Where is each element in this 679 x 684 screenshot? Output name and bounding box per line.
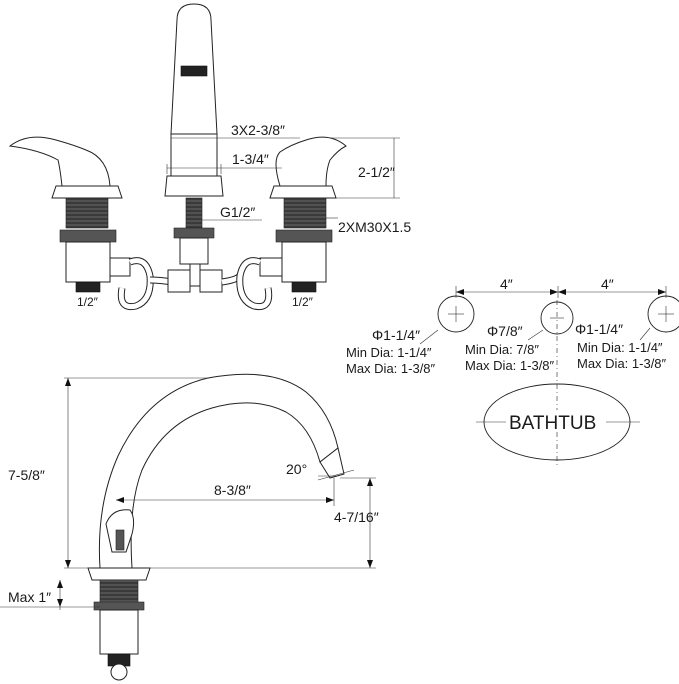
reach-label: 8-3/8″ bbox=[214, 482, 251, 498]
total-height-label: 7-5/8″ bbox=[8, 467, 45, 483]
center-thread-label: G1/2″ bbox=[220, 204, 255, 220]
spout-width-label: 3X2-3/8″ bbox=[231, 122, 285, 138]
spout-base-label: 1-3/4″ bbox=[232, 151, 269, 167]
hole-spacing-left: 4″ bbox=[500, 276, 513, 292]
hole-center-max: Max Dia: 1-3/8″ bbox=[465, 358, 555, 373]
hole-right-max: Max Dia: 1-3/8″ bbox=[577, 356, 667, 371]
center-shank bbox=[173, 197, 215, 287]
left-handle bbox=[8, 136, 131, 293]
spout-height-label: 4-7/16″ bbox=[334, 509, 379, 525]
hole-center-diameter: Φ7/8″ bbox=[487, 323, 523, 339]
side-dimension-lines bbox=[0, 377, 376, 610]
spout-side bbox=[98, 373, 345, 569]
max-deck-label: Max 1″ bbox=[8, 589, 51, 605]
inlet-right-label: 1/2″ bbox=[292, 295, 314, 309]
hole-left bbox=[419, 295, 475, 345]
hole-center bbox=[527, 300, 574, 466]
valve-thread-label: 2XM30X1.5 bbox=[338, 219, 411, 235]
angle-label: 20° bbox=[286, 461, 307, 477]
spout-front bbox=[164, 3, 224, 197]
connecting-hoses bbox=[117, 257, 273, 311]
front-view: 3X2-3/8″ 1-3/4″ 2-1/2″ G1/2″ 2XM30X1.5 1… bbox=[8, 3, 411, 311]
handle-side bbox=[105, 509, 135, 553]
hole-left-max: Max Dia: 1-3/8″ bbox=[346, 361, 436, 376]
inlet-left-label: 1/2″ bbox=[77, 295, 99, 309]
hole-right bbox=[639, 295, 679, 341]
hole-spacing-right: 4″ bbox=[601, 276, 614, 292]
hole-center-min: Min Dia: 7/8″ bbox=[465, 342, 539, 357]
bathtub-label: BATHTUB bbox=[509, 413, 596, 434]
side-view: 7-5/8″ 8-3/8″ 20° 4-7/16″ Max 1″ bbox=[0, 373, 379, 681]
right-handle bbox=[259, 136, 347, 293]
hole-left-min: Min Dia: 1-1/4″ bbox=[346, 345, 432, 360]
hole-right-diameter: Φ1-1/4″ bbox=[575, 321, 623, 337]
handle-height-label: 2-1/2″ bbox=[358, 164, 395, 180]
hole-right-min: Min Dia: 1-1/4″ bbox=[577, 340, 663, 355]
hole-layout: 4″ 4″ Φ1-1/4″ Min Dia: 1-1/4″ Max Dia: 1… bbox=[346, 276, 679, 466]
base-side bbox=[87, 567, 151, 681]
hole-left-diameter: Φ1-1/4″ bbox=[372, 327, 420, 343]
front-dimension-lines bbox=[166, 134, 400, 221]
bathtub-label-bg bbox=[506, 410, 606, 432]
